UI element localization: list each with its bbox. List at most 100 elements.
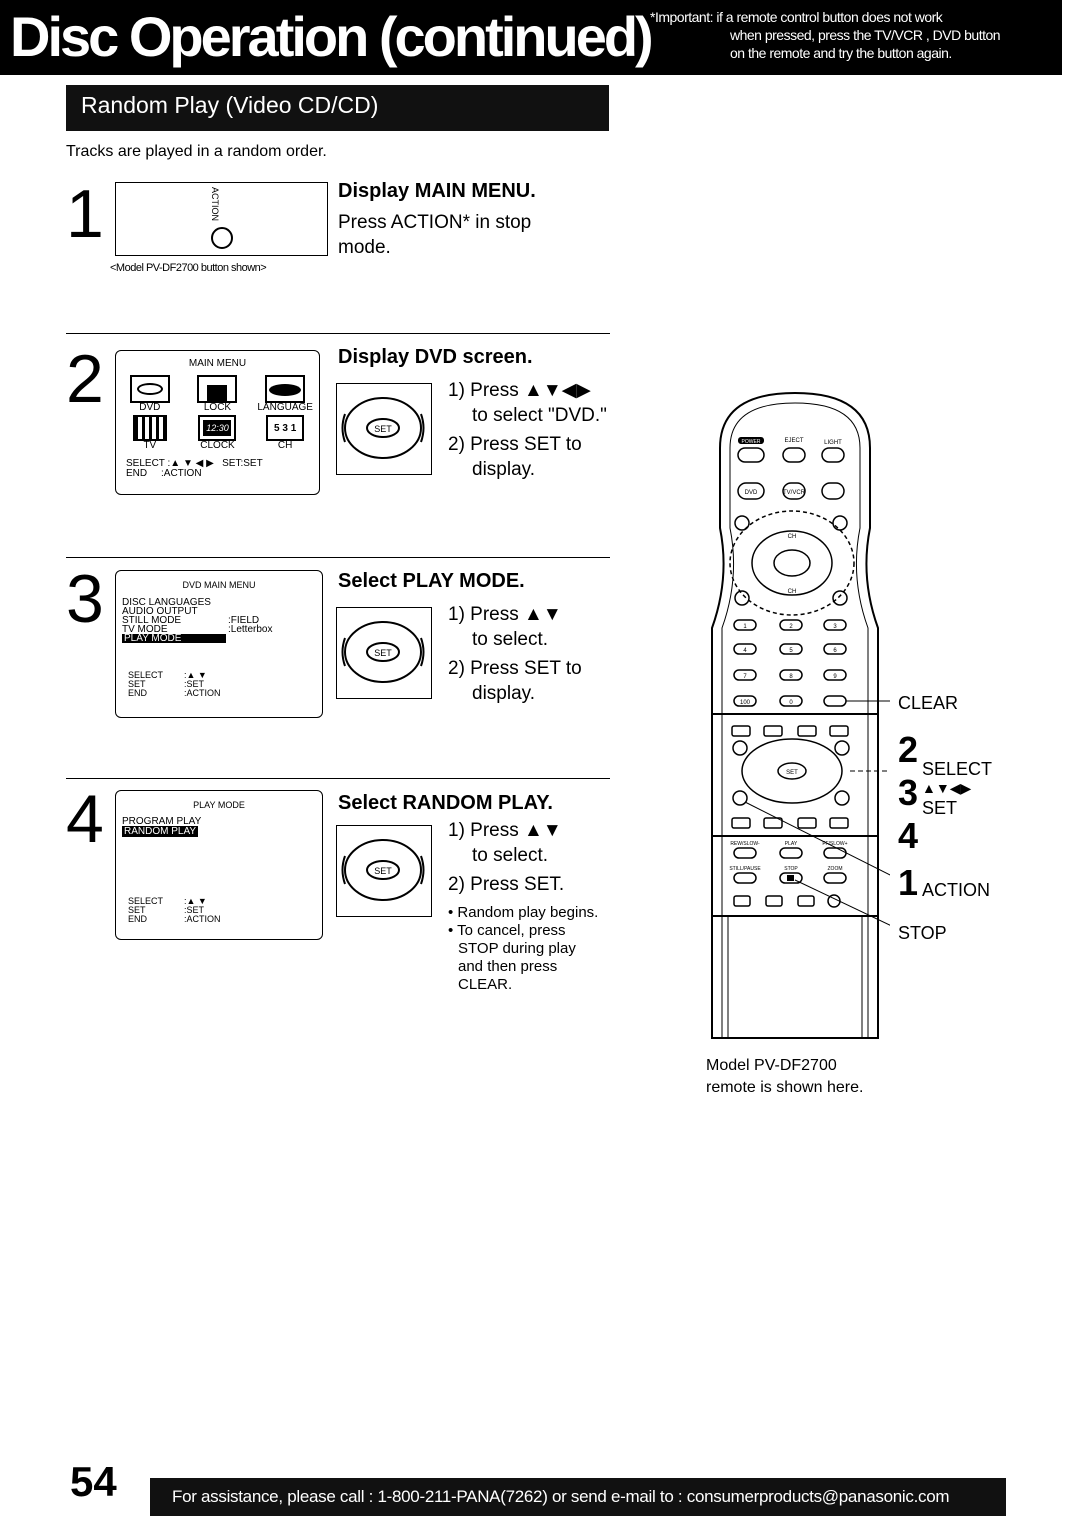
- note-line: • To cancel, press: [448, 922, 566, 939]
- svg-text:FF/SLOW+: FF/SLOW+: [822, 841, 847, 847]
- svg-text:SET: SET: [374, 866, 392, 876]
- footer-val: :SET: [184, 905, 205, 915]
- play-mode-screen: PLAY MODE PROGRAM PLAY RANDOM PLAY SELEC…: [115, 790, 323, 940]
- svg-text:SET: SET: [374, 424, 392, 434]
- callout-step-1: 1: [898, 862, 919, 903]
- footer-key: SELECT: [128, 670, 164, 680]
- step-heading: Display DVD screen.: [338, 346, 533, 368]
- svg-text:5: 5: [789, 648, 793, 654]
- icon-label: DVD: [139, 402, 161, 413]
- action-label: ACTION: [210, 187, 220, 222]
- svg-text:9: 9: [833, 674, 837, 680]
- direction-pad-icon: SET: [341, 397, 425, 459]
- intro-text: Tracks are played in a random order.: [66, 143, 327, 160]
- menu-item: TV MODE :Letterbox: [122, 624, 322, 635]
- step-line: mode.: [338, 237, 391, 258]
- footer-key: END: [128, 688, 148, 698]
- menu-item-selected: PLAY MODE: [122, 634, 322, 644]
- step-heading: Select RANDOM PLAY.: [338, 792, 553, 814]
- divider: [66, 557, 610, 558]
- caption-line: Model PV-DF2700: [706, 1057, 837, 1074]
- step-line: 1) Press ▲▼: [448, 820, 562, 841]
- language-menu-icon: LANGUAGE: [251, 375, 319, 413]
- svg-text:CH: CH: [788, 589, 797, 595]
- caption-line: remote is shown here.: [706, 1079, 864, 1096]
- step-line: to select.: [472, 629, 549, 650]
- tv-menu-icon: TV: [116, 415, 184, 451]
- page-title: Disc Operation (continued): [10, 5, 654, 68]
- svg-text:SET: SET: [786, 770, 798, 776]
- step-heading: Select PLAY MODE.: [338, 570, 525, 592]
- callout-step-3: 3: [898, 772, 919, 813]
- remote-pad-illustration: SET: [336, 825, 432, 917]
- callout-step-2: 2: [898, 729, 919, 770]
- callout-clear: CLEAR: [898, 693, 959, 713]
- menu-item: AUDIO OUTPUT: [122, 607, 322, 617]
- step-heading: Display MAIN MENU.: [338, 180, 536, 202]
- remote-pad-illustration: SET: [336, 607, 432, 699]
- note-line: and then press: [458, 958, 558, 975]
- step-line: Press ACTION* in stop: [338, 212, 532, 233]
- icon-label: LANGUAGE: [257, 402, 313, 413]
- action-button-illustration: ACTION: [115, 182, 328, 256]
- svg-text:0: 0: [789, 700, 793, 706]
- screen-title: PLAY MODE: [193, 800, 245, 810]
- menu-item-value: :Letterbox: [228, 624, 273, 635]
- clock-text: 12:30: [203, 420, 232, 436]
- step-line: display.: [472, 459, 536, 480]
- menu-item-value: :FIELD: [228, 615, 260, 626]
- menu-item: STILL MODE :FIELD: [122, 615, 322, 626]
- step-line: 2) Press SET to: [448, 658, 582, 679]
- action-button-icon: [211, 227, 233, 249]
- svg-text:STILL/PAUSE: STILL/PAUSE: [729, 866, 761, 872]
- svg-text:SET: SET: [374, 648, 392, 658]
- menu-item-label: DISC LANGUAGES: [122, 597, 211, 608]
- svg-text:REW/SLOW-: REW/SLOW-: [730, 841, 760, 847]
- step-text: Press ACTION* in stop mode.: [338, 210, 531, 260]
- callout-set: SET: [922, 798, 958, 818]
- section-banner: Random Play (Video CD/CD): [66, 85, 609, 131]
- menu-item-label: TV MODE: [122, 624, 168, 635]
- note-line: STOP during play: [458, 940, 576, 957]
- svg-text:DVD: DVD: [745, 490, 758, 496]
- menu-item: PROGRAM PLAY: [122, 816, 202, 827]
- callout-select: SELECT: [922, 759, 993, 779]
- remote-pad-illustration: SET: [336, 383, 432, 475]
- svg-text:CH: CH: [788, 534, 797, 540]
- svg-text:EJECT: EJECT: [784, 438, 803, 444]
- icon-label: TV: [143, 440, 157, 451]
- note-line: CLEAR.: [458, 976, 513, 993]
- step-line: 1) Press ▲▼: [448, 604, 562, 625]
- divider: [66, 333, 610, 334]
- svg-text:6: 6: [833, 648, 837, 654]
- footer-val: :SET: [184, 679, 205, 689]
- menu-item: DISC LANGUAGES: [122, 597, 322, 608]
- svg-text:PLAY: PLAY: [785, 841, 798, 847]
- footer-key: SET: [128, 905, 146, 915]
- important-line: if a remote control button does not work: [716, 9, 943, 25]
- divider: [66, 778, 610, 779]
- callout-action: ACTION: [922, 880, 991, 900]
- footer-val: :ACTION: [184, 914, 221, 924]
- screen-footer: SELECT :▲ ▼ ◀ ▶ SET:SET: [126, 458, 263, 469]
- direction-pad-icon: SET: [341, 621, 425, 683]
- menu-item-label: PLAY MODE: [122, 634, 226, 644]
- step-line: 2) Press SET.: [448, 874, 565, 895]
- step-number: 2: [66, 341, 104, 417]
- step-line: to select "DVD.": [472, 405, 607, 426]
- menu-item-label: STILL MODE: [122, 615, 182, 626]
- screen-footer: END :ACTION: [126, 468, 202, 479]
- footer-key: SELECT: [128, 896, 164, 906]
- lock-menu-icon: LOCK: [184, 375, 252, 413]
- ch-text: 5 3 1: [266, 415, 305, 441]
- svg-text:4: 4: [743, 648, 747, 654]
- icon-label: CH: [277, 440, 293, 451]
- direction-pad-icon: SET: [341, 839, 425, 901]
- important-line: on the remote and try the button again.: [730, 45, 952, 61]
- svg-text:100: 100: [740, 700, 751, 706]
- assistance-banner: For assistance, please call : 1-800-211-…: [150, 1478, 1006, 1516]
